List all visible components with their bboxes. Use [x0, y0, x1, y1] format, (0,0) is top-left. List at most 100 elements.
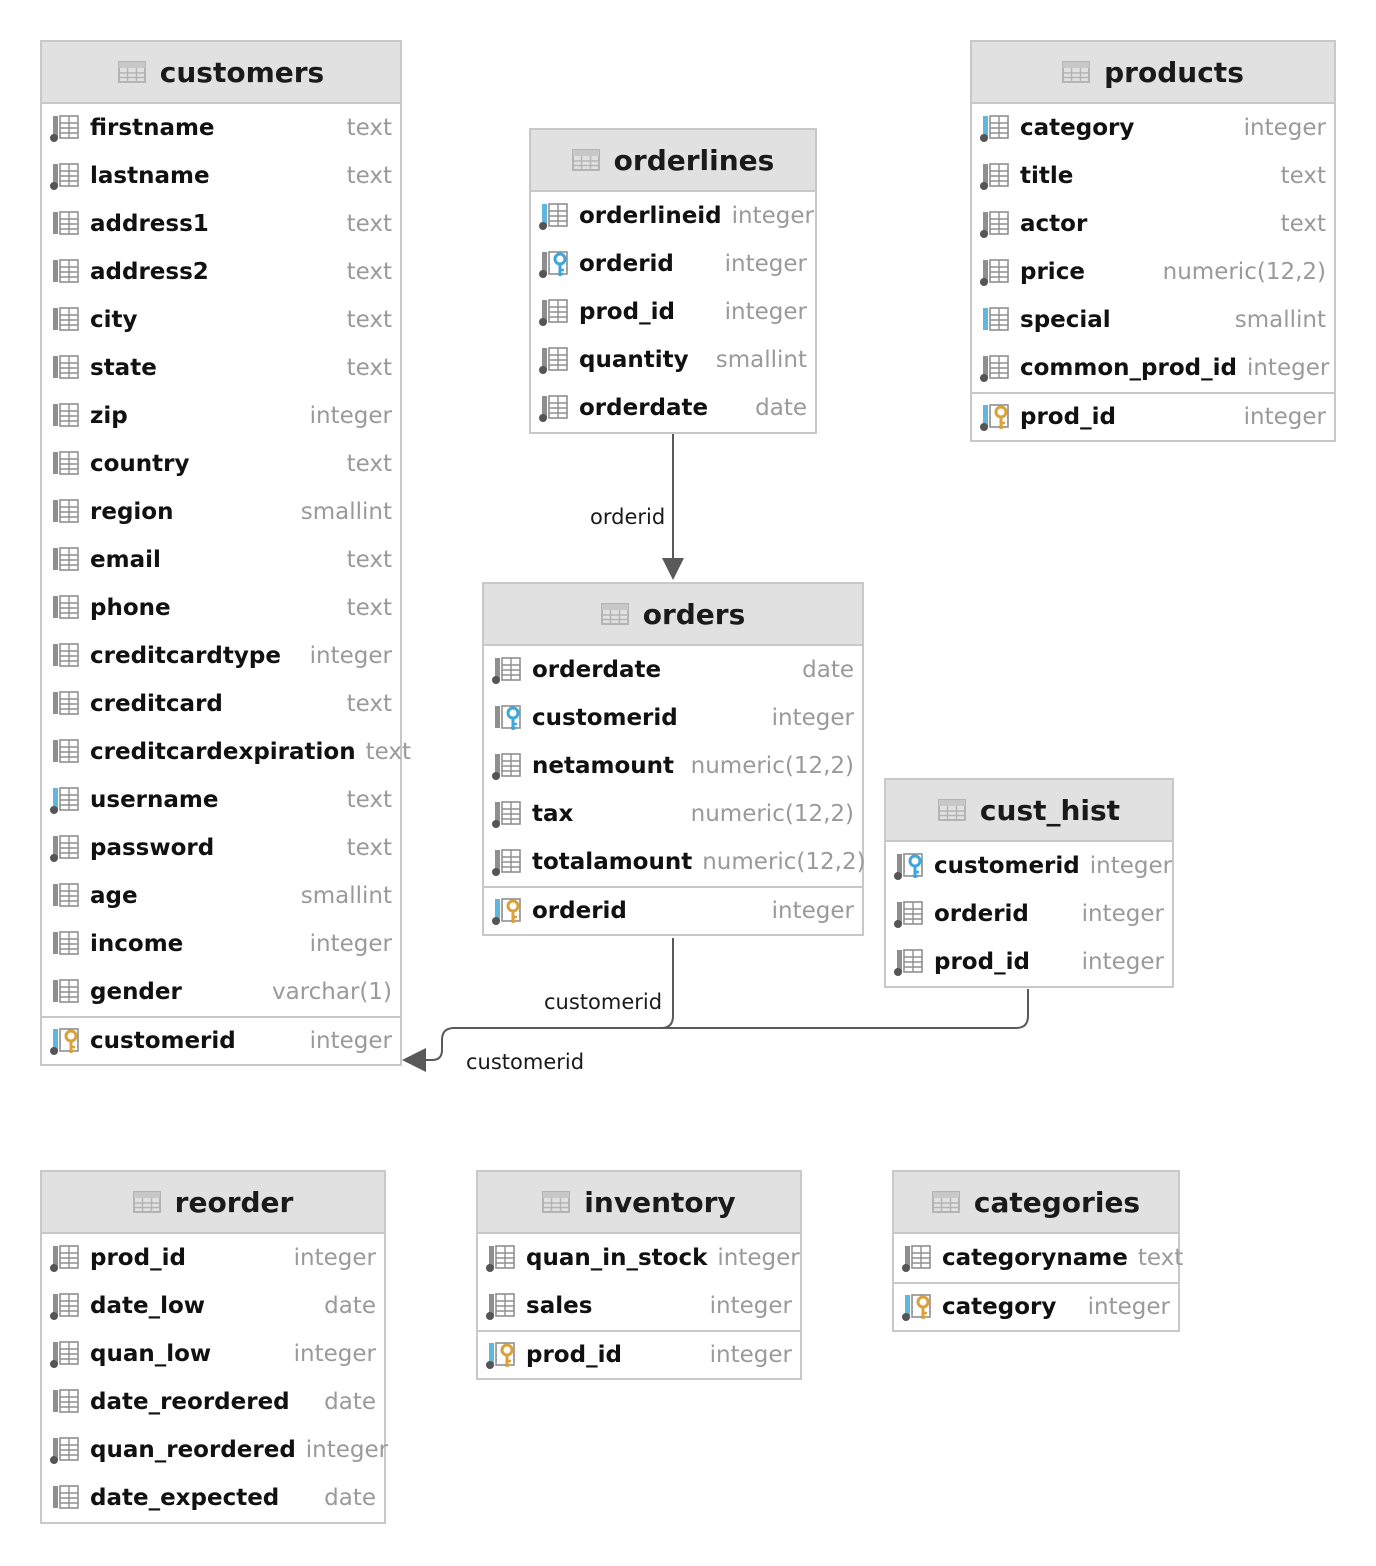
column-icon	[50, 738, 82, 766]
table-header[interactable]: reorder	[42, 1172, 384, 1234]
column-type: integer	[1246, 355, 1330, 381]
link-label-customerid-custhist: customerid	[466, 1050, 584, 1074]
column-icon	[50, 882, 82, 910]
table-header[interactable]: products	[972, 42, 1334, 104]
column-type: integer	[305, 1437, 389, 1463]
column-type: integer	[293, 1341, 376, 1367]
column-icon	[492, 800, 524, 828]
column-name: customerid	[532, 705, 678, 731]
table-header[interactable]: orders	[484, 584, 862, 646]
column-type: integer	[1087, 1294, 1170, 1320]
column-type: date	[802, 657, 854, 683]
link-orders-customers[interactable]	[424, 938, 674, 1061]
column-type: text	[1137, 1245, 1184, 1271]
column-name: date_expected	[90, 1485, 280, 1511]
column-type: numeric(12,2)	[702, 849, 866, 875]
column-type: text	[346, 691, 392, 717]
column-type: integer	[1089, 853, 1173, 879]
table-header[interactable]: orderlines	[531, 130, 815, 192]
column-name: address1	[90, 211, 209, 237]
column-type: text	[346, 547, 392, 573]
table-icon	[1062, 61, 1091, 83]
column-name: orderdate	[579, 395, 709, 421]
column-name: orderid	[934, 901, 1029, 927]
column-name: netamount	[532, 753, 674, 779]
column-icon	[486, 1244, 518, 1272]
column-type: smallint	[715, 347, 807, 373]
column-icon	[980, 162, 1012, 190]
table-header[interactable]: categories	[894, 1172, 1178, 1234]
column-row[interactable]: quan_reordered integer	[42, 1426, 388, 1474]
column-row[interactable]: netamount numeric(12,2)	[484, 742, 862, 790]
column-icon	[50, 258, 82, 286]
table-header[interactable]: cust_hist	[886, 780, 1172, 842]
column-name: quan_reordered	[90, 1437, 296, 1463]
table-icon	[600, 603, 629, 625]
table-header[interactable]: customers	[42, 42, 400, 104]
table-header[interactable]: inventory	[478, 1172, 800, 1234]
column-type: numeric(12,2)	[1162, 259, 1326, 285]
column-type: numeric(12,2)	[690, 753, 854, 779]
link-custhist-customers[interactable]	[661, 989, 1029, 1029]
